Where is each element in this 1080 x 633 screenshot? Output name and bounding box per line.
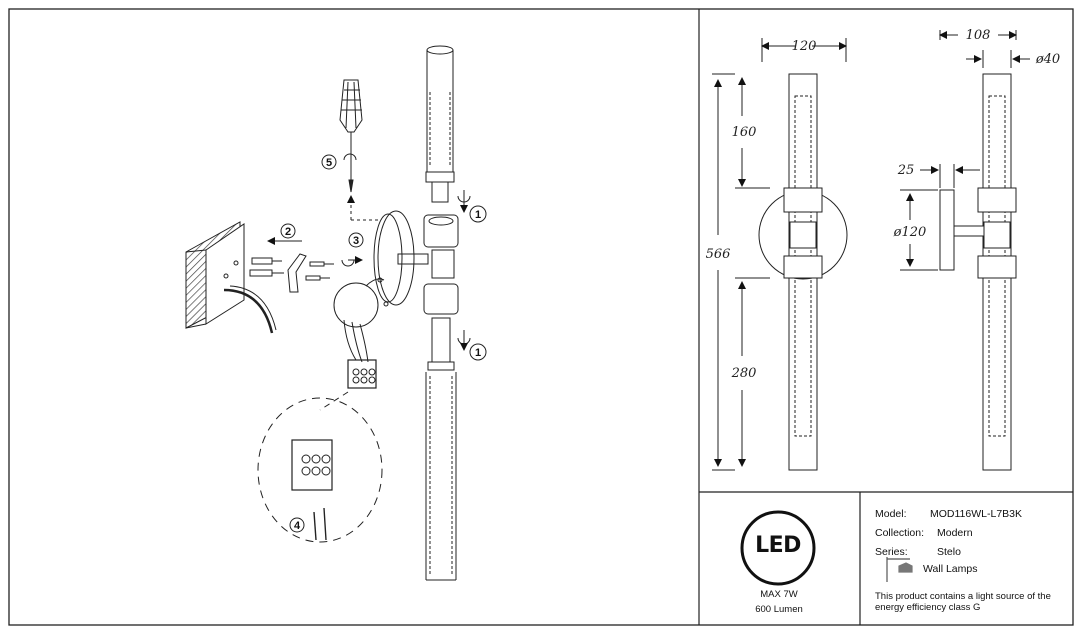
model-value: MOD116WL-L7B3K bbox=[930, 508, 1023, 520]
step-2: 2 bbox=[285, 226, 291, 238]
step-5: 5 bbox=[326, 157, 332, 169]
collection-value: Modern bbox=[937, 527, 973, 539]
exploded-assembly-view bbox=[185, 45, 487, 581]
led-lumen: 600 Lumen bbox=[755, 604, 803, 615]
mounting-bracket bbox=[249, 253, 334, 293]
dim-width-front: 120 bbox=[792, 39, 817, 54]
dim-total-length: 566 bbox=[706, 247, 731, 262]
collection-label: Collection: bbox=[875, 527, 925, 539]
lower-glass-tube bbox=[425, 317, 487, 581]
dim-lower-length: 280 bbox=[731, 366, 757, 381]
series-value: Stelo bbox=[937, 546, 961, 558]
energy-note-line1: This product contains a light source of … bbox=[875, 591, 1051, 602]
led-max-power: MAX 7W bbox=[760, 589, 798, 600]
screwdriver-icon bbox=[321, 79, 380, 221]
led-badge-circle bbox=[740, 510, 816, 586]
dim-wall-offset: 25 bbox=[897, 163, 915, 178]
dim-tube-diameter: ø40 bbox=[1035, 52, 1060, 67]
step-3: 3 bbox=[353, 235, 359, 247]
canopy-disc bbox=[373, 210, 429, 307]
series-label: Series: bbox=[875, 546, 908, 558]
wall-lamp-icon bbox=[886, 557, 913, 582]
energy-note-line2: energy efficiency class G bbox=[875, 602, 981, 613]
step-4: 4 bbox=[294, 520, 301, 532]
category-value: Wall Lamps bbox=[923, 563, 978, 575]
dim-width-side: 108 bbox=[966, 28, 991, 43]
lamp-sockets bbox=[423, 214, 459, 315]
led-logo-text: LED bbox=[755, 533, 801, 558]
side-view-drawing bbox=[900, 30, 1030, 471]
step-1-upper: 1 bbox=[475, 209, 481, 221]
upper-glass-tube bbox=[425, 45, 487, 223]
terminal-zoom-detail bbox=[257, 391, 383, 543]
junction-wiring bbox=[333, 278, 385, 389]
dim-backplate-diameter: ø120 bbox=[893, 225, 927, 240]
outer-frame bbox=[8, 8, 1074, 626]
wall-block bbox=[185, 221, 277, 334]
front-view-drawing bbox=[712, 38, 848, 471]
model-label: Model: bbox=[875, 508, 907, 520]
step-1-lower: 1 bbox=[475, 347, 481, 359]
dim-upper-length: 160 bbox=[732, 125, 757, 140]
